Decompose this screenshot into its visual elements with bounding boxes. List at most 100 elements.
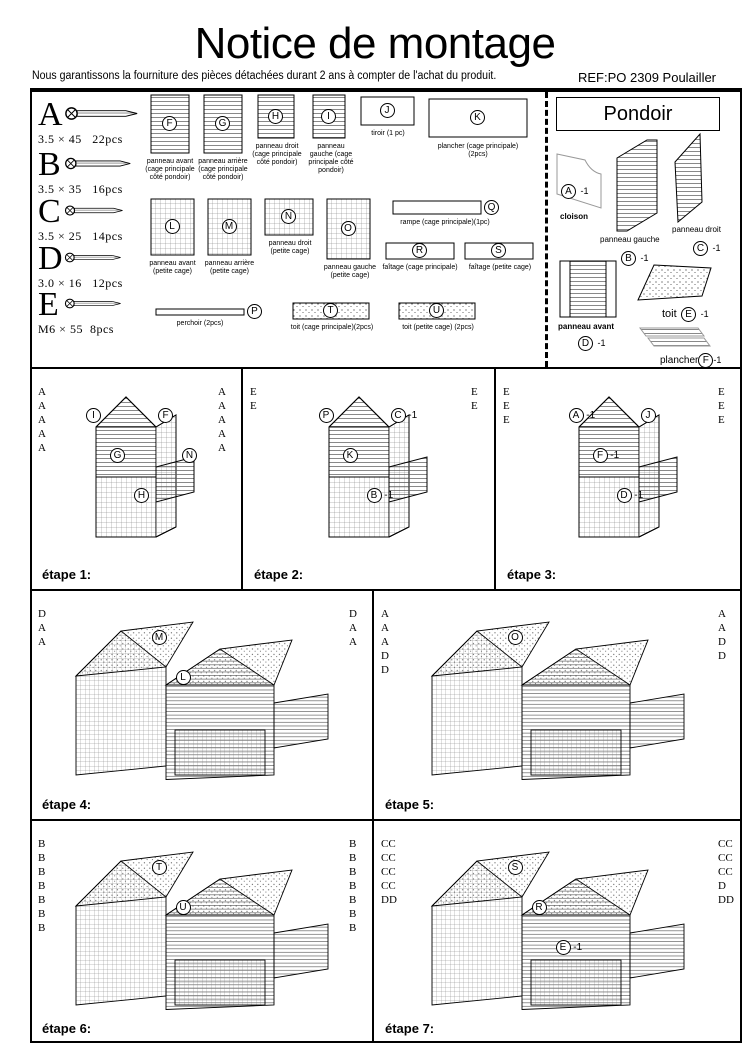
bolt-icon [64,296,122,311]
panneau-avant-drawing [559,260,617,318]
fastener-callout: B [349,838,357,850]
pondoir-part-e: toit E -1 [662,304,709,322]
screw-qty: 22pcs [92,132,123,146]
pondoir-title: Pondoir [556,97,720,131]
step-label: étape 5: [385,797,435,812]
part-label-l: panneau avant (petite cage) [149,260,196,275]
part-id-h: H [268,108,283,124]
part-label-q: rampe (cage principale)(1pc) [400,219,490,226]
fastener-callout: A [349,636,357,648]
fastener-callout: A [381,636,389,648]
screw-size: 3.0 × 16 [38,276,82,290]
part-label-k: plancher (cage principale) (2pcs) [437,143,519,158]
step-part-label: U [175,900,191,915]
fastener-callout: A [38,428,46,440]
part-label-o: panneau gauche (petite cage) [323,264,377,279]
step-part-label: J [640,408,656,423]
step-part-label: R [531,900,547,915]
screw-icon [64,106,139,121]
screw-letter: D [38,240,63,277]
step-part-label: C -1 [390,408,417,423]
part-id-p: P [247,304,262,319]
fastener-callout: B [38,922,46,934]
screw-icon [64,156,132,171]
fastener-callout: D [381,664,389,676]
plancher-drawing [639,327,711,347]
fastener-callout: CC [381,880,396,892]
part-id: C [693,241,708,256]
screw-letter: E [38,286,59,323]
fastener-callout: D [381,650,389,662]
step-part-label: B -1 [366,488,393,503]
fastener-callout: E [718,414,725,426]
step-label: étape 4: [42,797,92,812]
screw-item-e: E M6 × 55 8pcs [38,288,114,337]
divider [30,367,742,369]
fastener-callout: CC [381,852,396,864]
step-part-label: T [151,860,167,875]
part-drawing-q [392,200,482,215]
part-label-m: panneau arrière (petite cage) [204,260,255,275]
part-label-n: panneau droit (petite cage) [268,240,312,255]
fastener-callout: A [218,400,226,412]
step-part-label: G [110,448,125,463]
divider [372,589,374,1043]
step-illustration [418,834,698,1014]
fastener-callout: E [471,386,478,398]
part-label-s: faîtage (petite cage) [468,264,532,271]
fastener-callout: CC [381,838,396,850]
part-id-n: N [281,209,296,224]
fastener-callout: B [38,838,46,850]
screw-qty: 16pcs [92,182,123,196]
part-id-j: J [379,103,395,118]
step-label: étape 3: [507,567,557,582]
fastener-callout: DD [381,894,397,906]
divider [494,367,496,589]
fastener-callout: CC [718,838,733,850]
fastener-callout: B [38,852,46,864]
fastener-callout: E [471,400,478,412]
fastener-callout: E [718,386,725,398]
fastener-callout: B [38,880,46,892]
step-label: étape 7: [385,1021,435,1036]
part-qty: -1 [597,338,606,348]
part-label: plancher [660,355,699,366]
part-drawing-p [155,308,245,316]
screw-qty: 14pcs [92,229,123,243]
part-label-j: tiroir (1 pc) [371,130,405,137]
fastener-callout: D [349,608,357,620]
step-part-label: K [342,448,358,463]
panneau-droit-label: panneau droit [672,225,721,234]
guarantee-text: Nous garantissons la fourniture des pièc… [32,70,497,82]
fastener-callout: CC [718,852,733,864]
step-part-label: M [151,630,167,645]
screw-item-b: B 3.5 × 35 16pcs [38,148,123,197]
part-id-q: Q [484,199,499,215]
fastener-callout: B [349,922,357,934]
pondoir-part-d: D -1 [578,333,605,351]
reference-number: REF:PO 2309 Poulailler [578,70,717,85]
part-qty: -1 [640,253,649,263]
step-part-label: P [318,408,334,423]
part-label: toit [662,308,677,320]
step-illustration [62,604,342,784]
part-label-i: panneau gauche (cage principale côté pon… [308,143,354,174]
fastener-callout: B [38,908,46,920]
part-id: F [698,353,714,368]
part-qty: -1 [713,355,722,365]
part-label-g: panneau arrière (cage principale côté po… [198,158,248,181]
part-label-t: toit (cage principale)(2pcs) [290,324,374,331]
part-label-p: perchoir (2pcs) [176,320,224,327]
fastener-callout: A [218,414,226,426]
pondoir-part-b: B -1 [621,248,648,266]
fastener-callout: E [503,400,510,412]
screw-letter: B [38,146,61,183]
pondoir-part-c: C -1 [693,238,720,256]
fastener-callout: A [381,608,389,620]
fastener-callout: B [349,852,357,864]
